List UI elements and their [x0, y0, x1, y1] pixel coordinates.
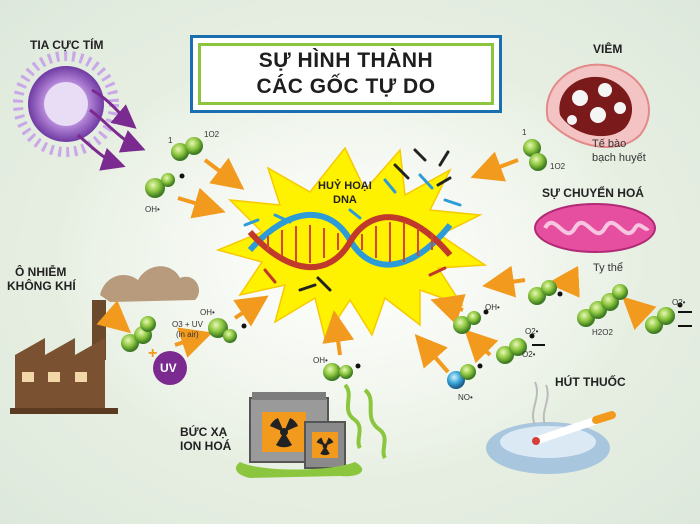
- label-singlet-o2-left-2: 1O2: [204, 130, 220, 139]
- label-smoking: HÚT THUỐC: [555, 375, 626, 389]
- molecule-hydroxyl-right: [453, 309, 489, 334]
- label-superoxide-far: O2•: [672, 298, 686, 307]
- label-mitochondria: Ty thể: [593, 262, 623, 274]
- label-singlet-o2-right-1: 1: [522, 128, 527, 137]
- label-reaction-note-2: (in air): [176, 330, 199, 339]
- label-hydroxyl-left: OH•: [145, 205, 160, 214]
- title-line-2: CÁC GỐC TỰ DO: [256, 75, 436, 98]
- inflammation-icon: [545, 63, 650, 148]
- mitochondria-icon: [534, 203, 656, 253]
- title-line-1: SỰ HÌNH THÀNH: [258, 49, 434, 72]
- label-lymph-cell-line-1: Tế bào: [592, 138, 627, 150]
- label-hydrogen-peroxide: H2O2: [592, 328, 613, 337]
- label-nitric-oxide: NO•: [458, 393, 473, 402]
- label-uv-circle: UV: [160, 361, 177, 375]
- molecule-mitochondria-out: [528, 280, 563, 305]
- label-superoxide-right: O2•: [525, 327, 539, 336]
- label-uv-rays: TIA CỰC TÍM: [30, 38, 104, 52]
- uv-circle: [153, 351, 187, 385]
- label-reaction-note-1: O3 + UV: [172, 320, 203, 329]
- molecule-superoxide-far: [645, 302, 692, 334]
- dna-fragments: [243, 148, 462, 292]
- reaction-arrows: [96, 151, 657, 374]
- label-hydroxyl-factory: OH•: [200, 308, 215, 317]
- center-label-line-1: HUỶ HOẠI: [318, 180, 372, 192]
- label-superoxide-lower: O2•: [522, 350, 536, 359]
- label-plus: +: [148, 345, 158, 362]
- label-inflammation: VIÊM: [593, 42, 623, 56]
- molecule-hydroxyl-factory: [208, 318, 247, 343]
- factory-icon: [10, 266, 200, 414]
- molecule-singlet-oxygen-right: [523, 139, 547, 171]
- molecule-superoxide-right: [496, 333, 545, 364]
- label-air-pollution-line-2: KHÔNG KHÍ: [7, 279, 76, 293]
- molecule-hydrogen-peroxide: [577, 284, 628, 327]
- molecule-singlet-oxygen-left: [171, 137, 203, 161]
- center-label-line-2: DNA: [333, 194, 357, 206]
- label-radiation-line-2: ION HOÁ: [180, 439, 232, 453]
- label-hydroxyl-right: OH•: [485, 303, 500, 312]
- label-hydroxyl-bottom: OH•: [313, 356, 328, 365]
- label-singlet-o2-left-1: 1: [168, 136, 173, 145]
- molecule-hydroxyl-bottom: [323, 363, 361, 381]
- title-frame: SỰ HÌNH THÀNH CÁC GỐC TỰ DO: [190, 35, 502, 113]
- sun-icon: [13, 51, 119, 157]
- title-inner-frame: SỰ HÌNH THÀNH CÁC GỐC TỰ DO: [198, 43, 494, 105]
- label-radiation-line-1: BỨC XẠ: [180, 425, 228, 439]
- radiation-barrels-icon: [235, 383, 387, 478]
- label-metabolism: SỰ CHUYỂN HOÁ: [542, 186, 644, 200]
- label-air-pollution-line-1: Ô NHIỄM: [15, 265, 67, 279]
- label-lymph-cell-line-2: bạch huyết: [592, 152, 646, 164]
- molecule-nitric-oxide: [447, 363, 483, 389]
- label-singlet-o2-right-2: 1O2: [550, 162, 566, 171]
- molecule-ozone-factory: [121, 316, 156, 352]
- molecule-hydroxyl-left: [145, 173, 185, 198]
- ashtray-icon: [486, 381, 616, 474]
- uv-ray-arrows: [77, 88, 146, 171]
